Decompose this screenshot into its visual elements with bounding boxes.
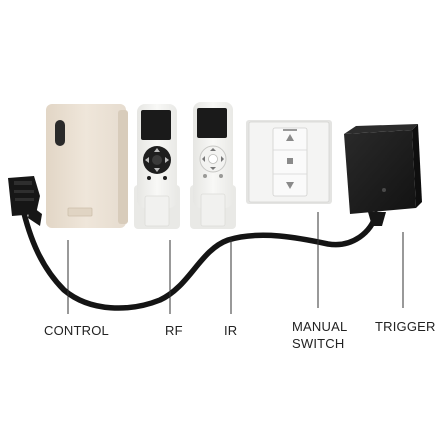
square-stop-icon: [287, 158, 293, 164]
triangle-down-icon: [286, 182, 294, 189]
circular-dpad-icon: [199, 145, 227, 173]
control-unit: [46, 104, 128, 228]
cable: [19, 202, 379, 311]
iec-plug-icon: [8, 176, 42, 226]
caption-manual-switch: MANUAL SWITCH: [292, 318, 347, 352]
ir-remote: [190, 102, 236, 229]
manual-switch: [246, 120, 332, 204]
leader-lines: [67, 212, 404, 314]
caption-manual-switch-line2: SWITCH: [292, 336, 345, 351]
caption-ir: IR: [224, 323, 238, 338]
trigger-box: [344, 124, 422, 226]
triangle-up-icon: [286, 134, 294, 141]
caption-control: CONTROL: [44, 323, 109, 338]
caption-manual-switch-line1: MANUAL: [292, 319, 348, 334]
circular-dpad-icon: [143, 146, 171, 174]
caption-trigger: TRIGGER: [375, 319, 436, 334]
rf-remote: [134, 104, 180, 229]
caption-rf: RF: [165, 323, 183, 338]
